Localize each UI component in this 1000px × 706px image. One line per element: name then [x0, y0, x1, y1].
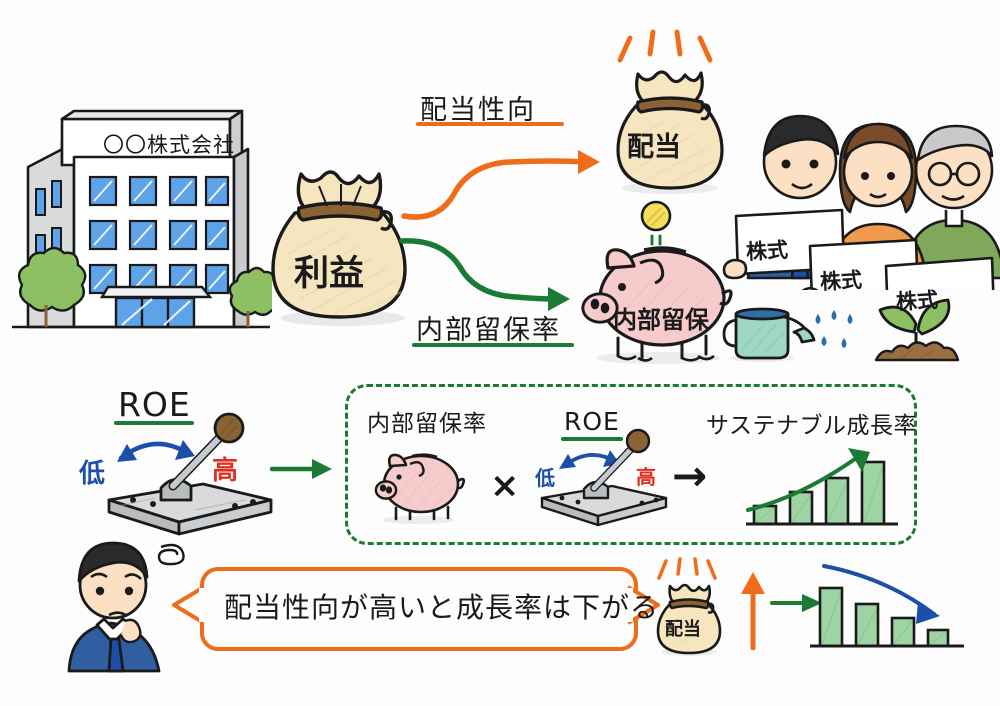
- piggy-bank-label: 内部留保: [613, 306, 709, 334]
- roe-high-label: 高: [212, 456, 239, 486]
- roe-to-formula-arrow: [269, 459, 332, 479]
- watering-can: [722, 307, 816, 362]
- formula-high-label: 高: [636, 465, 656, 489]
- retention-ratio-underline: [412, 343, 574, 347]
- dividend-up-arrow: [741, 572, 765, 650]
- formula-term2-label: ROE: [564, 407, 620, 436]
- speech-bubble: [200, 567, 638, 651]
- formula-result-arrow: →: [672, 451, 708, 500]
- profit-money-bag: [271, 170, 407, 326]
- formula-piggy-icon: [374, 453, 466, 524]
- formula-low-label: 低: [535, 466, 555, 490]
- formula-term2-underline: [561, 437, 623, 441]
- speech-bubble-text: 配当性向が高いと成長率は下がる: [224, 591, 660, 624]
- payout-arrow: [401, 150, 600, 220]
- payout-ratio-label: 配当性向: [420, 95, 536, 126]
- roe-swing-arrow: [117, 440, 195, 462]
- bottom-dividend-bag-label: 配当: [665, 619, 701, 640]
- dividend-money-bag: [616, 70, 724, 194]
- shareholder-card-label-1: 株式: [745, 237, 789, 265]
- coin-icon: [640, 200, 672, 246]
- payout-ratio-underline: [416, 122, 564, 126]
- formula-term1-label: 内部留保率: [367, 411, 487, 437]
- bottom-dividend-sparkles: [657, 557, 717, 580]
- roe-title: ROE: [118, 385, 191, 424]
- water-drops: [815, 310, 853, 348]
- bottom-dividend-bag: [656, 583, 722, 656]
- dividend-sparkles: [617, 29, 713, 63]
- building-sign-label: 〇〇株式会社: [103, 133, 235, 157]
- speech-bubble-tail-left: [172, 585, 206, 625]
- retention-ratio-label: 内部留保率: [416, 315, 561, 346]
- roe-lever: [107, 412, 273, 536]
- profit-bag-label: 利益: [294, 254, 365, 294]
- company-building: [12, 109, 272, 329]
- dividend-bag-label: 配当: [627, 132, 681, 163]
- bottom-connector-arrow: [770, 594, 822, 612]
- piggy-bank: [581, 246, 733, 364]
- formula-operator: ×: [490, 466, 520, 506]
- formula-box: [345, 384, 917, 545]
- sprout-plant: [874, 298, 960, 362]
- speech-bubble-tail-right: [626, 585, 660, 625]
- shareholders-group: [722, 114, 1000, 290]
- declining-growth-chart: [810, 564, 964, 648]
- shareholder-card-label-3: 株式: [895, 287, 939, 315]
- shareholder-card-label-2: 株式: [819, 267, 863, 295]
- formula-result-label: サステナブル成長率: [706, 413, 918, 439]
- roe-title-underline: [114, 421, 194, 425]
- sustainable-growth-chart: [746, 448, 898, 526]
- retention-arrow: [399, 238, 570, 311]
- worried-businessman: [67, 541, 185, 673]
- roe-low-label: 低: [79, 459, 106, 489]
- formula-lever-icon: [540, 428, 668, 527]
